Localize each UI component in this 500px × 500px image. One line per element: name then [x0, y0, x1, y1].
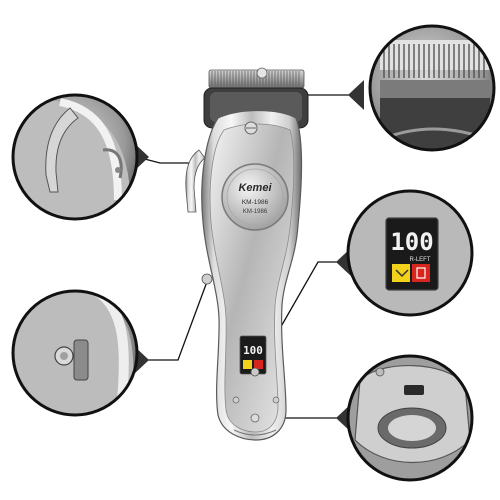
callout-switch-detail [11, 289, 139, 417]
callout-blade-detail [368, 24, 496, 152]
model-label-secondary: KM-1986 [243, 209, 268, 215]
body-lcd-display: 100 [239, 335, 267, 375]
side-switch-knob [201, 273, 213, 285]
callout-base-detail [346, 354, 474, 482]
callout-lcd-digits: 100 [390, 228, 433, 256]
callout-display-detail: 100 R-LEFT [346, 189, 474, 317]
body-power-button [250, 367, 260, 377]
brand-logo-text: Kemei [238, 182, 272, 194]
callout-lcd-indicator: R-LEFT [410, 257, 431, 263]
taper-lever [185, 149, 206, 213]
taper-lever-icon [13, 98, 137, 219]
lcd-display-icon: 100 R-LEFT [348, 191, 472, 315]
clipper-body: Kemei KM-1986 KM-1986 100 [185, 67, 309, 441]
body-lcd-digits: 100 [243, 344, 263, 357]
model-label-primary: KM-1986 [242, 199, 269, 206]
callout-lever-detail [11, 93, 139, 221]
brand-badge: Kemei KM-1986 KM-1986 [221, 163, 289, 231]
charging-base-icon [348, 356, 472, 480]
